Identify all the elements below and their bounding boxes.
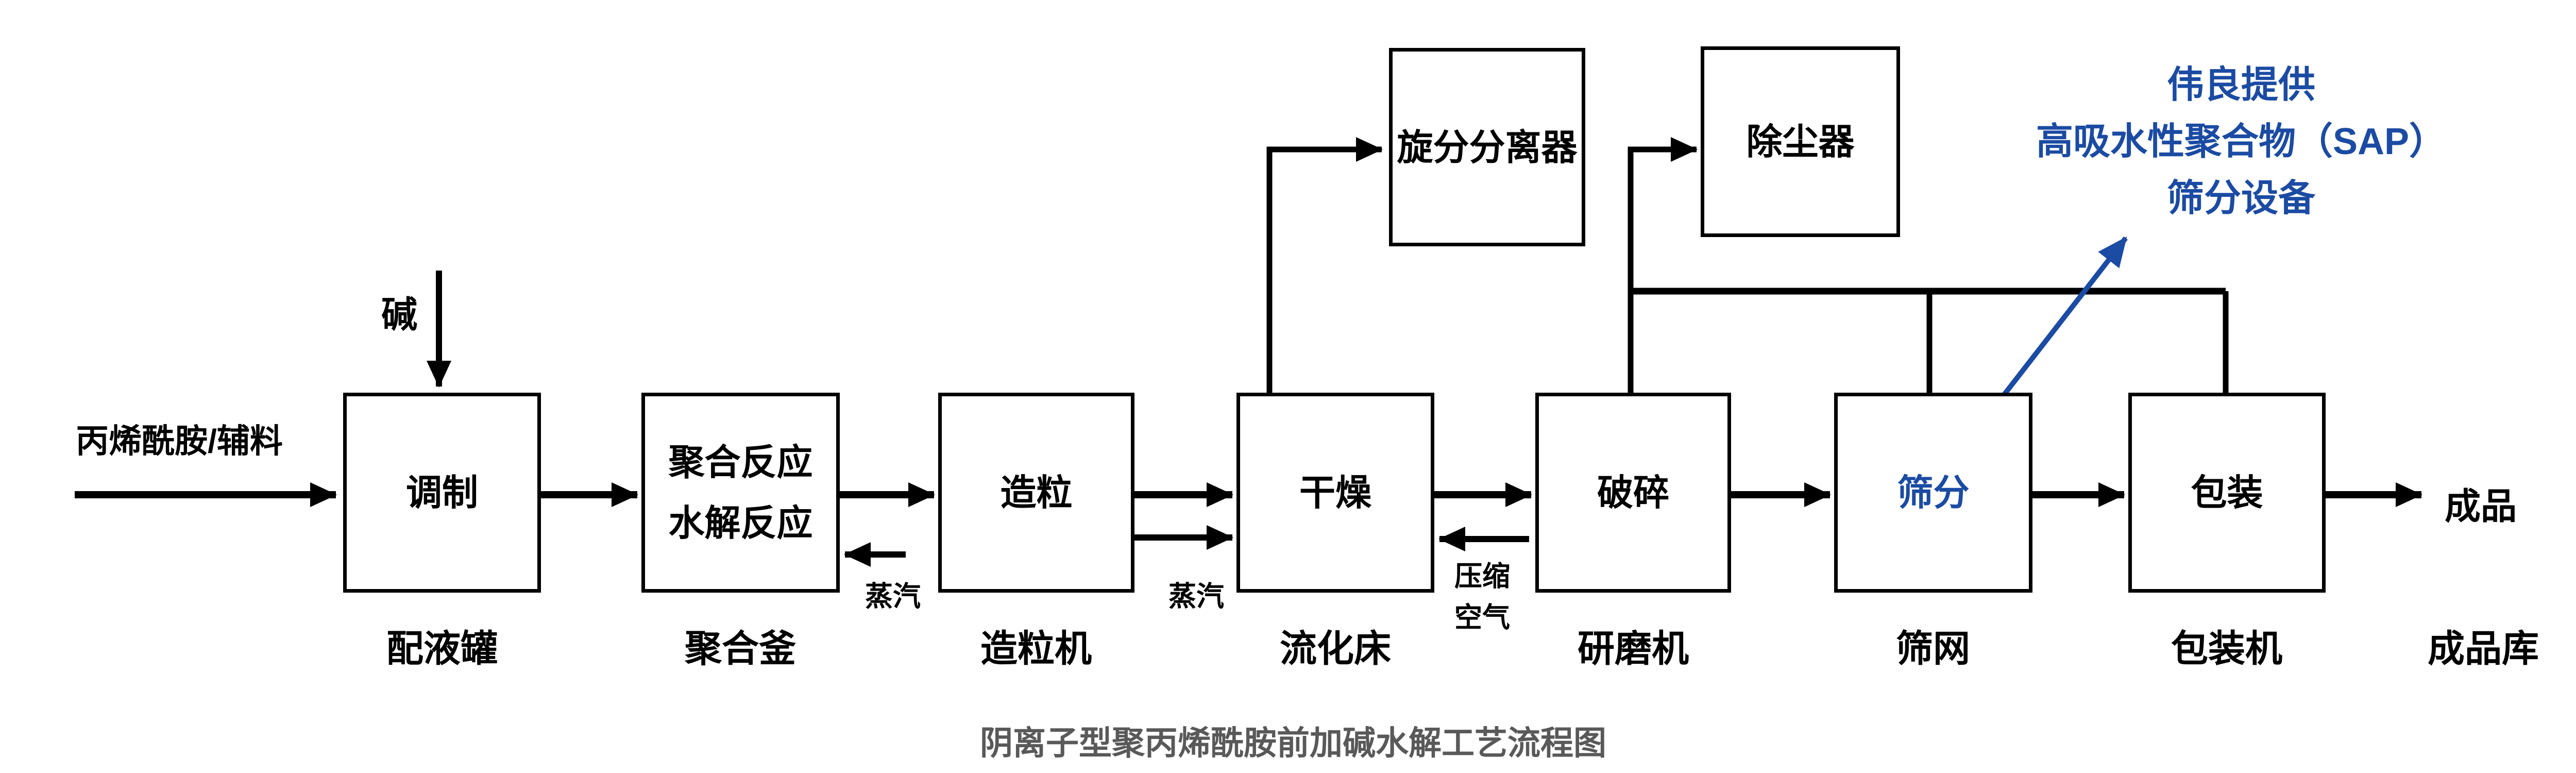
label-alkali: 碱 xyxy=(381,294,417,335)
diagram-title: 阴离子型聚丙烯酰胺前加碱水解工艺流程图 xyxy=(980,725,1606,762)
process-box-zaoli: 造粒 xyxy=(938,393,1134,593)
equipment-label-zaoliji: 造粒机 xyxy=(980,628,1092,670)
label-feed-acrylamide-auxiliary: 丙烯酰胺/辅料 xyxy=(76,423,283,460)
label-compressed-air-line1: 压缩 xyxy=(1454,561,1510,592)
label-finished-product: 成品 xyxy=(2445,486,2517,527)
process-box-baozhuang: 包装 xyxy=(2128,393,2326,593)
process-box-juhe: 聚合反应 水解反应 xyxy=(641,393,840,593)
label-finished-product-warehouse: 成品库 xyxy=(2427,628,2539,670)
equipment-label-liuhuachuang: 流化床 xyxy=(1279,628,1392,670)
process-box-label: 除尘器 xyxy=(1746,122,1855,162)
label-compressed-air-line2: 空气 xyxy=(1454,602,1510,633)
process-box-label: 造粒 xyxy=(1000,473,1073,513)
process-box-label-line2: 水解反应 xyxy=(668,503,813,543)
process-box-label: 旋分分离器 xyxy=(1397,127,1578,167)
equipment-label-juhefu: 聚合釜 xyxy=(684,628,796,670)
equipment-label-peiyeguan: 配液罐 xyxy=(386,628,498,670)
annotation-line1: 伟良提供 xyxy=(2166,64,2316,106)
process-box-tiaozhi: 调制 xyxy=(343,393,541,593)
process-box-label: 筛分 xyxy=(1897,473,1970,513)
annotation-line2: 高吸水性聚合物（SAP） xyxy=(2036,121,2447,162)
process-box-label: 调制 xyxy=(406,473,478,513)
blue-annotation-callout: 伟良提供 高吸水性聚合物（SAP） 筛分设备 xyxy=(2036,57,2446,227)
process-box-shaifen-highlighted: 筛分 xyxy=(1834,393,2032,593)
process-box-dust-collector: 除尘器 xyxy=(1701,46,1900,237)
label-steam-juhe: 蒸汽 xyxy=(865,581,921,612)
process-box-ganzao: 干燥 xyxy=(1236,393,1434,593)
process-box-label: 干燥 xyxy=(1299,473,1371,513)
process-box-label: 破碎 xyxy=(1597,473,1669,513)
equipment-label-yanmoji: 研磨机 xyxy=(1577,628,1689,670)
label-steam-ganzao: 蒸汽 xyxy=(1168,581,1224,612)
process-box-label-line1: 聚合反应 xyxy=(668,442,813,482)
process-box-label: 包装 xyxy=(2191,473,2263,513)
process-box-posui: 破碎 xyxy=(1535,393,1731,593)
process-box-cyclone-separator: 旋分分离器 xyxy=(1389,48,1585,246)
line-ganzao-to-cyclone xyxy=(1266,137,1383,395)
equipment-label-shaiwang: 筛网 xyxy=(1895,628,1971,670)
equipment-label-baozhuangji: 包装机 xyxy=(2171,628,2283,670)
line-posui-to-dust-collector xyxy=(1628,137,1698,395)
annotation-line3: 筛分设备 xyxy=(2166,178,2316,219)
